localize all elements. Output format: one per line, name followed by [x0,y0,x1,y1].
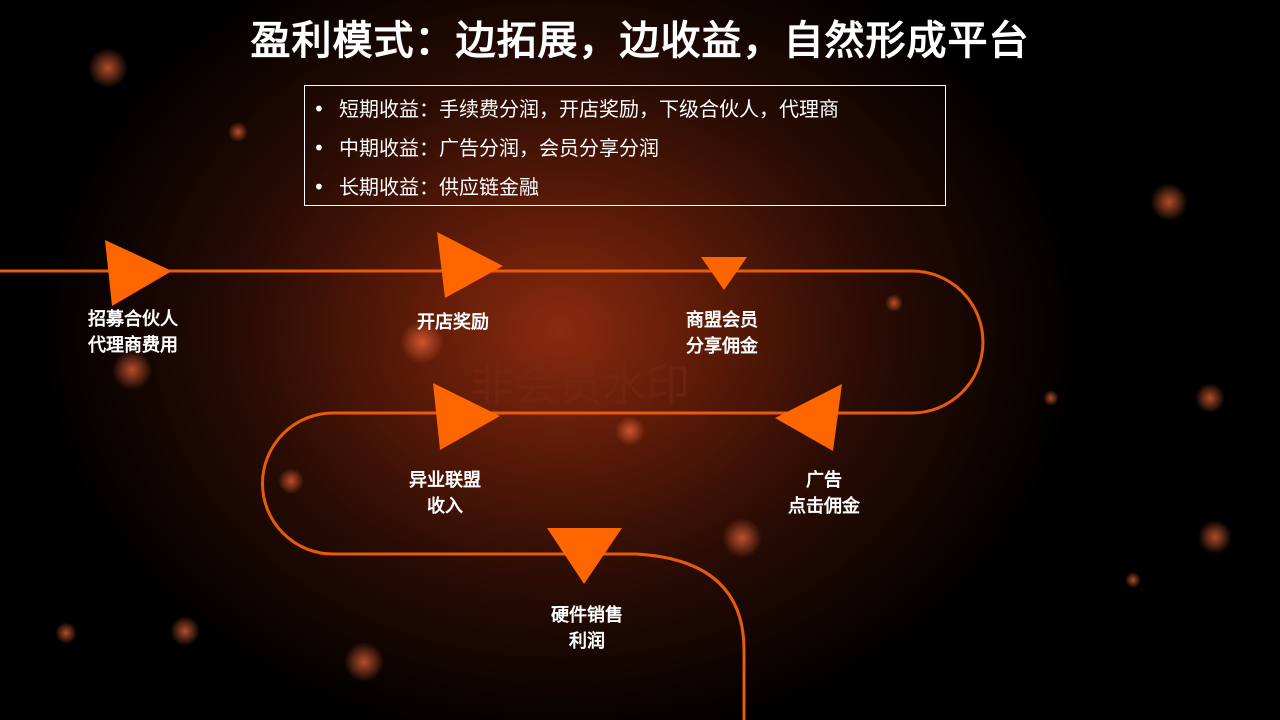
summary-item: • 长期收益：供应链金融 [313,168,945,207]
label-line: 收入 [427,496,463,517]
label-line: 硬件销售 [551,605,623,626]
label-line: 点击佣金 [788,496,860,517]
node-label-store: 开店奖励 [417,310,489,336]
watermark: 非会员水印 [470,360,690,411]
label-line: 利润 [569,631,605,652]
summary-text: 中期收益：广告分润，会员分享分润 [339,136,659,160]
node-label-ads: 广告点击佣金 [788,468,860,520]
summary-text: 长期收益：供应链金融 [339,175,539,199]
label-line: 广告 [806,470,842,491]
flow-path [0,269,985,720]
revenue-summary-box: • 短期收益：手续费分润，开店奖励，下级合伙人，代理商 • 中期收益：广告分润，会员… [304,85,946,206]
slide-title: 盈利模式：边拓展，边收益，自然形成平台 [250,18,1030,64]
label-line: 商盟会员 [686,310,758,331]
label-line: 代理商费用 [88,335,178,356]
node-label-alliance: 异业联盟收入 [409,468,481,520]
bullet: • [313,136,325,160]
label-line: 招募合伙人 [88,309,178,330]
node-label-hardware: 硬件销售利润 [551,603,623,655]
arrow-right-icon [433,383,500,450]
bullet: • [313,175,325,199]
summary-text: 短期收益：手续费分润，开店奖励，下级合伙人，代理商 [339,97,839,121]
label-line: 分享佣金 [686,336,758,357]
label-line: 异业联盟 [409,470,481,491]
node-label-partner: 招募合伙人代理商费用 [88,307,178,359]
summary-item: • 短期收益：手续费分润，开店奖励，下级合伙人，代理商 [313,90,945,129]
arrow-down-icon [547,528,622,584]
arrow-left-icon [775,384,842,451]
arrow-down-icon [701,257,747,290]
label-line: 开店奖励 [417,312,489,333]
summary-item: • 中期收益：广告分润，会员分享分润 [313,129,945,168]
bullet: • [313,97,325,121]
node-label-member: 商盟会员分享佣金 [686,308,758,360]
arrow-right-icon [105,240,172,306]
arrow-right-icon [437,232,503,298]
